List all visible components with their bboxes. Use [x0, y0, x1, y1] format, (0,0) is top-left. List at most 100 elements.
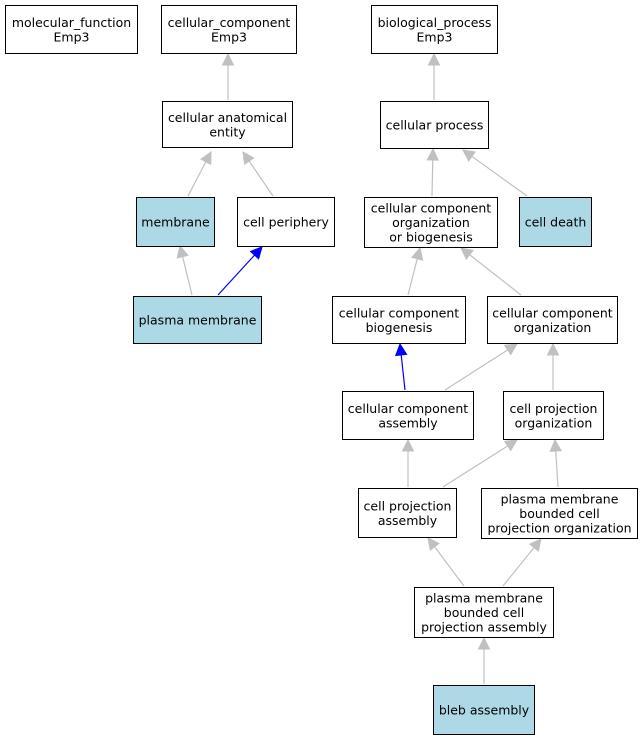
edge-line [471, 155, 528, 197]
term-label-line: cell projection [510, 401, 598, 416]
edge-pmbcpo-to-cpo [549, 438, 563, 488]
term-label-line: cellular process [386, 118, 484, 133]
term-label-line: cellular_component [168, 15, 291, 30]
edge-arrowhead [394, 342, 408, 357]
edge-arrowhead [242, 151, 255, 166]
term-box [503, 391, 604, 440]
edge-cp-to-bp_root [427, 52, 441, 100]
edge-pmbcpa-to-pmbcpo [502, 538, 542, 587]
edge-ccb-to-ccob [407, 246, 424, 296]
edge-ccob-to-cp [426, 147, 440, 197]
edge-arrowhead [477, 636, 491, 650]
term-label-line: cell projection [364, 498, 452, 513]
edge-arrowhead [411, 246, 424, 261]
edge-line [469, 254, 522, 296]
edge-line [442, 445, 509, 488]
term-label-line: organization [514, 320, 592, 335]
term-label-line: Emp3 [54, 29, 90, 44]
edge-cpo-to-cco [546, 342, 560, 390]
term-label-line: organization [392, 215, 470, 230]
nodes-layer: molecular_functionEmp3cellular_component… [5, 5, 638, 735]
term-box [380, 101, 489, 149]
term-box [136, 197, 215, 247]
term-box [332, 296, 466, 344]
term-label-line: organization [515, 415, 593, 430]
term-box [414, 587, 554, 638]
edge-pm-to-membrane [176, 244, 193, 296]
edge-arrowhead [462, 149, 477, 162]
edge-membrane-to-cae [187, 151, 212, 197]
term-label-line: assembly [378, 415, 438, 430]
term-label-line: or biogenesis [389, 230, 473, 245]
term-box [133, 296, 262, 344]
edge-cdeath-to-cp [462, 149, 528, 197]
edge-line [502, 547, 535, 587]
edge-arrowhead [200, 151, 212, 166]
term-label-line: cellular anatomical [168, 110, 287, 125]
term-node-membrane[interactable]: membrane [136, 197, 215, 247]
term-box [342, 391, 474, 440]
edge-pmbcpa-to-cpa [427, 537, 465, 587]
edge-arrowhead [427, 52, 441, 66]
edge-arrowhead [426, 147, 440, 161]
edge-cca-to-ccb [394, 342, 408, 391]
term-label-line: membrane [141, 215, 210, 230]
term-label-line: biogenesis [366, 320, 433, 335]
term-node-bleb[interactable]: bleb assembly [433, 685, 535, 735]
term-label-line: cell death [525, 215, 587, 230]
edge-pm-to-cper [217, 246, 263, 296]
edge-arrowhead [503, 343, 518, 356]
edge-line [182, 256, 193, 296]
term-node-cper[interactable]: cell periphery [237, 197, 335, 247]
edge-arrowhead [528, 538, 542, 552]
term-label-line: bounded cell [444, 605, 524, 620]
term-label-line: plasma membrane [501, 492, 619, 507]
term-label-line: cellular component [492, 305, 612, 320]
term-node-pm[interactable]: plasma membrane [133, 296, 262, 344]
term-label-line: cellular component [348, 401, 468, 416]
edge-arrowhead [427, 537, 440, 551]
term-node-cdeath[interactable]: cell death [519, 197, 592, 247]
term-box [5, 5, 138, 54]
term-label-line: molecular_function [12, 15, 131, 30]
term-node-cp[interactable]: cellular process [380, 101, 489, 149]
edge-arrowhead [460, 247, 474, 261]
edge-cae-to-cc_root [221, 52, 235, 100]
term-label-line: plasma membrane [139, 313, 257, 328]
edge-line [444, 349, 509, 391]
term-label-line: Emp3 [417, 29, 453, 44]
term-box [162, 101, 293, 148]
edge-line [400, 354, 406, 391]
edge-cca-to-cco [444, 343, 518, 391]
term-box [358, 488, 457, 538]
edge-arrowhead [221, 52, 235, 66]
term-box [487, 296, 618, 344]
edge-cper-to-cae [242, 151, 274, 197]
term-box [481, 488, 638, 539]
edge-line [407, 258, 418, 296]
edge-arrowhead [401, 438, 415, 452]
term-box [161, 5, 297, 54]
edge-arrowhead [503, 439, 518, 452]
term-label-line: plasma membrane [425, 591, 543, 606]
edge-bleb-to-pmbcpa [477, 636, 491, 684]
edge-line [555, 450, 559, 488]
term-label-line: projection assembly [421, 620, 547, 635]
term-box [433, 685, 535, 735]
term-label-line: biological_process [378, 15, 492, 30]
term-box [364, 197, 498, 248]
term-label-line: assembly [378, 513, 438, 528]
